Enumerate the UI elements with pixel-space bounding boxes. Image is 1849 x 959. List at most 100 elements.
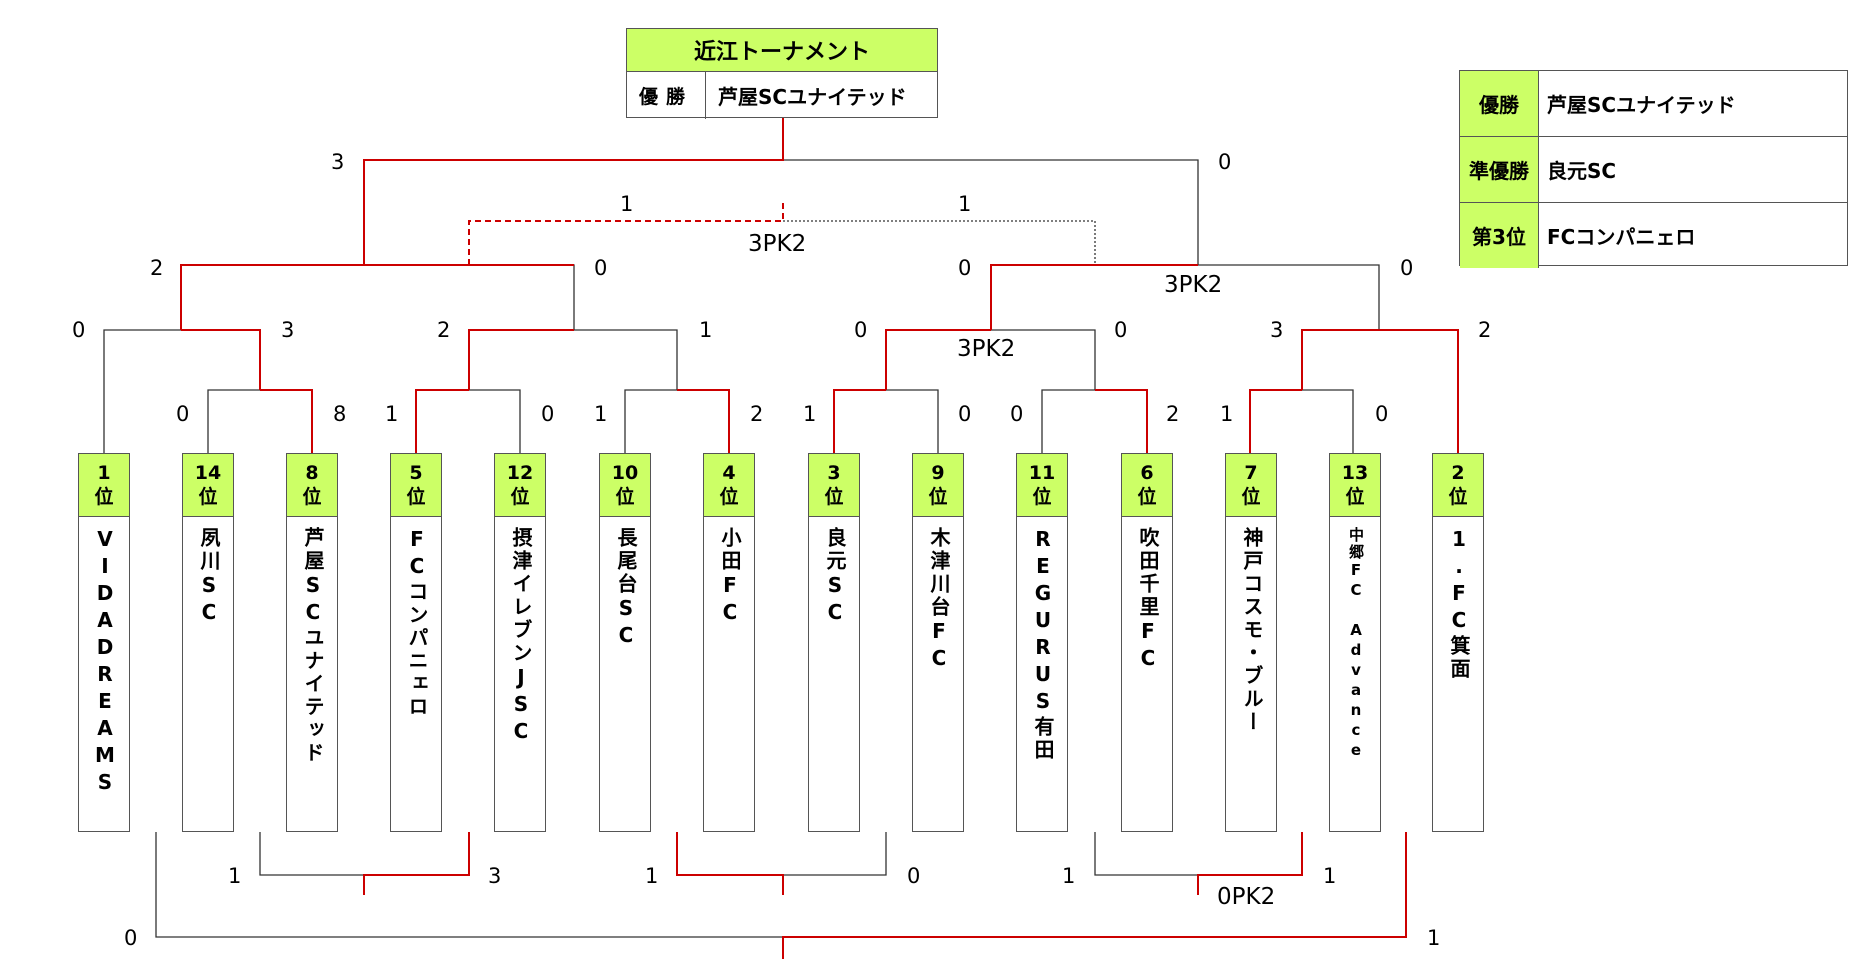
team-rank-suffix: 位 [719,486,739,508]
result-label: 第3位 [1460,203,1539,268]
team-rank: 11 [1028,462,1056,484]
score-label: 3 [488,864,502,888]
result-row: 第3位 FCコンパニェロ [1460,203,1847,268]
score-label: 0 [1218,150,1232,174]
result-label: 優勝 [1460,71,1539,136]
score-label: 1 [1427,926,1441,950]
team-rank-suffix: 位 [928,486,948,508]
score-label: 1 [228,864,242,888]
score-label: 1 [645,864,659,888]
team-rank-suffix: 位 [615,486,635,508]
team-rank: 2 [1451,462,1465,484]
team-rank: 6 [1140,462,1154,484]
winner-name: 芦屋SCユナイテッド [718,85,907,109]
team-rank-suffix: 位 [302,486,322,508]
score-label: 1 [594,402,608,426]
score-label: 0 [541,402,555,426]
team-rank-suffix: 位 [1345,486,1365,508]
score-label: 2 [437,318,451,342]
team-rank: 1 [97,462,111,484]
tournament-title-box: 近江トーナメント 優勝 芦屋SCユナイテッド [626,28,938,119]
score-label: 1 [1220,402,1234,426]
team-name: 長尾台SC [614,527,638,650]
score-label: 2 [1166,402,1180,426]
score-label: 0 [854,318,868,342]
winner-label: 優勝 [627,72,706,119]
score-label: 2 [1478,318,1492,342]
team-name: 中郷FC Advance [1347,527,1365,761]
team-rank: 4 [722,462,736,484]
pk-label: 3PK2 [1164,272,1223,298]
team-name: 1.FC箕面 [1447,527,1471,681]
score-label: 8 [333,402,347,426]
team-rank: 12 [506,462,534,484]
score-label: 1 [1062,864,1076,888]
team-rank-suffix: 位 [824,486,844,508]
score-label: 0 [72,318,86,342]
score-label: 0 [176,402,190,426]
score-label: 1 [385,402,399,426]
result-team: 芦屋SCユナイテッド [1547,93,1736,117]
team-name: 神戸コスモ・ブルー [1240,527,1264,734]
score-label: 2 [150,256,164,280]
score-label: 0 [907,864,921,888]
team-name: 夙川SC [197,527,221,627]
result-row: 準優勝 良元SC [1460,137,1847,203]
result-team: 良元SC [1547,159,1617,183]
team-rank-suffix: 位 [406,486,426,508]
team-name: 木津川台FC [927,527,951,673]
team-rank-suffix: 位 [1241,486,1261,508]
score-label: 0 [1375,402,1389,426]
pk-label: 0PK2 [1217,884,1276,910]
team-rank-suffix: 位 [94,486,114,508]
score-label: 0 [1400,256,1414,280]
team-rank-suffix: 位 [198,486,218,508]
score-label: 2 [750,402,764,426]
score-label: 1 [620,192,634,216]
pk-label: 3PK2 [748,231,807,257]
team-name: VIDADREAMS [93,527,117,797]
pk-label: 3PK2 [957,336,1016,362]
team-rank: 9 [931,462,945,484]
score-label: 3 [281,318,295,342]
team-name: 芦屋SCユナイテッド [301,527,325,765]
team-rank: 14 [194,462,222,484]
result-label: 準優勝 [1460,137,1539,202]
team-rank-suffix: 位 [1032,486,1052,508]
team-rank-suffix: 位 [1137,486,1157,508]
team-name: 小田FC [718,527,742,627]
team-rank: 10 [611,462,639,484]
score-label: 0 [124,926,138,950]
result-team: FCコンパニェロ [1547,225,1696,249]
score-label: 0 [1114,318,1128,342]
score-label: 1 [699,318,713,342]
score-label: 3 [1270,318,1284,342]
score-label: 3 [331,150,345,174]
tournament-title: 近江トーナメント [627,29,937,72]
result-row: 優勝 芦屋SCユナイテッド [1460,71,1847,137]
team-name: 良元SC [823,527,847,627]
score-label: 1 [1323,864,1337,888]
score-label: 1 [958,192,972,216]
team-name: FCコンパニェロ [405,527,429,719]
score-label: 0 [958,402,972,426]
team-rank-suffix: 位 [1448,486,1468,508]
score-label: 0 [958,256,972,280]
score-label: 0 [594,256,608,280]
team-rank-suffix: 位 [510,486,530,508]
results-table: 優勝 芦屋SCユナイテッド 準優勝 良元SC 第3位 FCコンパニェロ [1459,70,1848,268]
team-rank: 7 [1244,462,1258,484]
team-rank: 13 [1341,462,1369,484]
team-rank: 3 [827,462,841,484]
